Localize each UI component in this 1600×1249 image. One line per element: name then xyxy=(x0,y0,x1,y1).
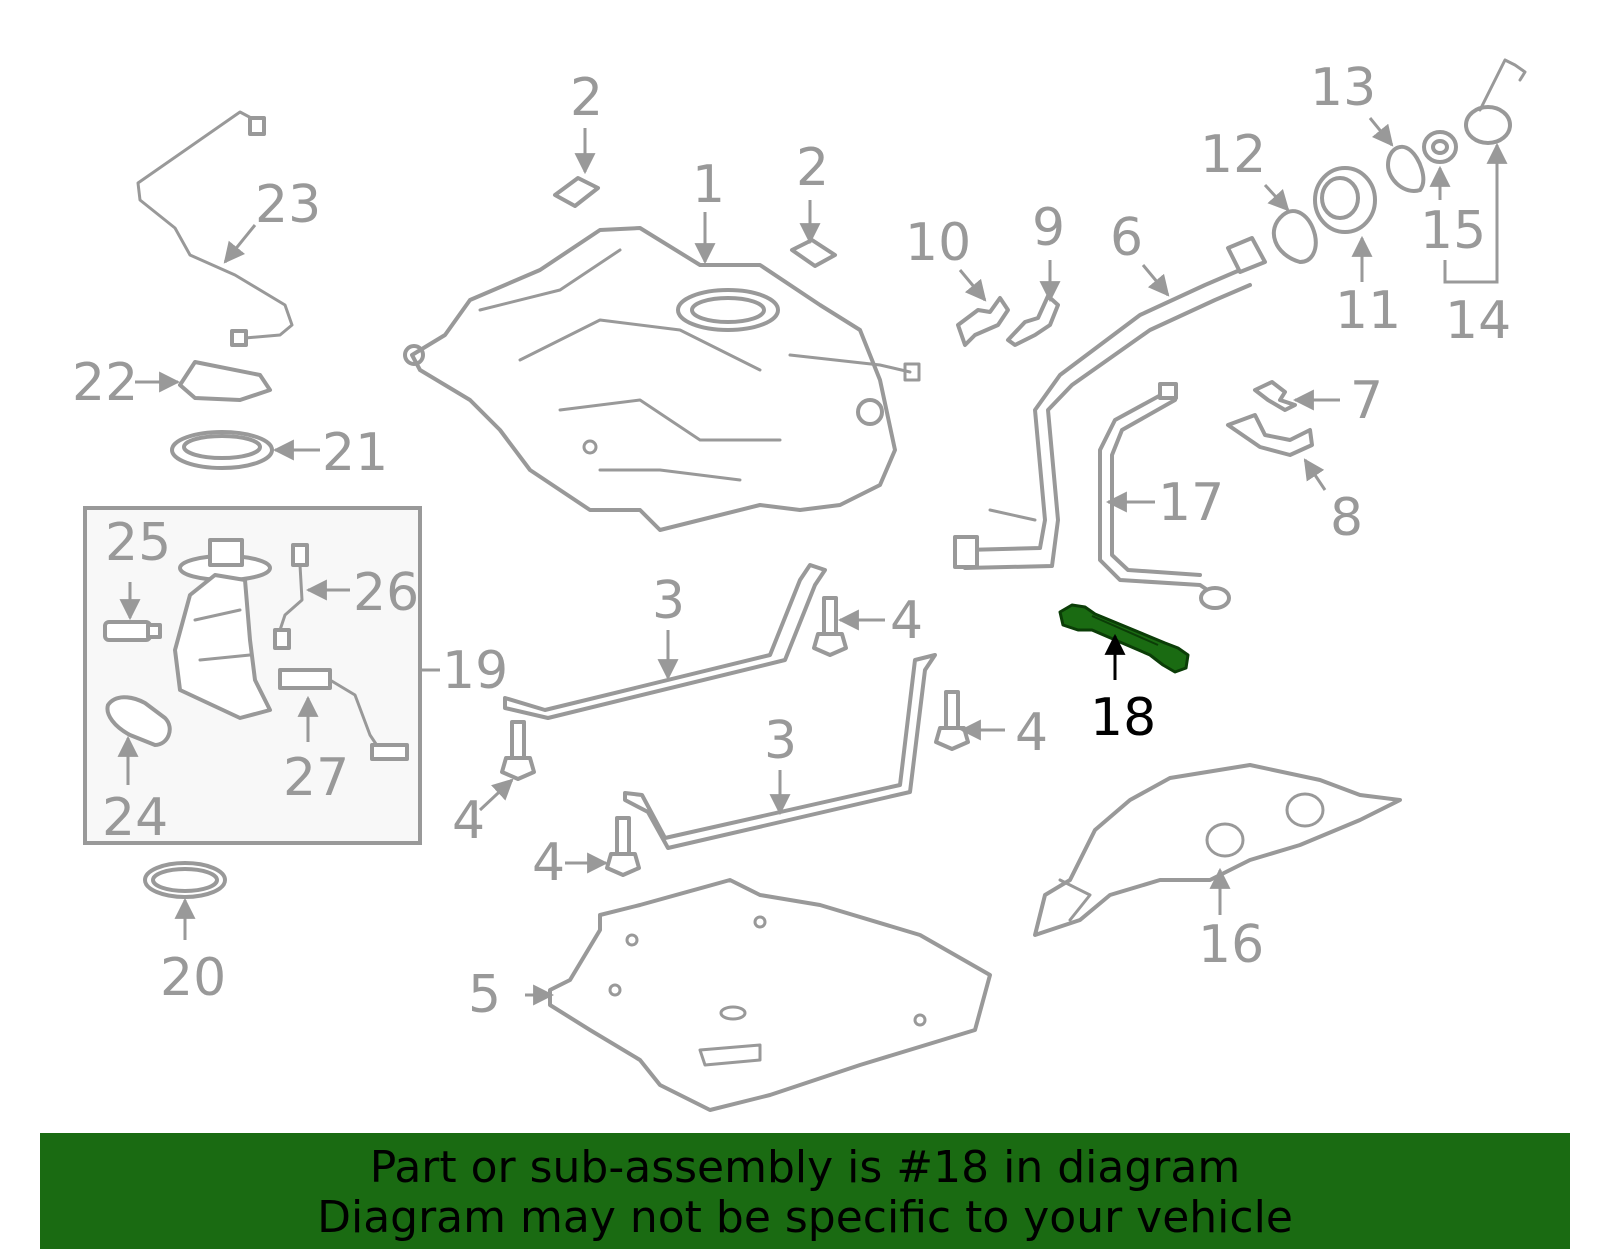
banner-line-1: Part or sub-assembly is #18 in diagram xyxy=(369,1142,1241,1193)
callout-4c[interactable]: 4 xyxy=(452,791,485,851)
part-26-wire-harness[interactable] xyxy=(273,543,309,650)
callout-6[interactable]: 6 xyxy=(1110,208,1143,268)
callout-7[interactable]: 7 xyxy=(1350,371,1383,431)
part-27-level-sender[interactable] xyxy=(278,668,409,761)
part-12-ring[interactable] xyxy=(1271,209,1318,264)
fuel-pump-module[interactable] xyxy=(173,538,272,720)
part-4-bolt-c[interactable] xyxy=(500,720,536,781)
callout-1[interactable]: 1 xyxy=(692,155,725,215)
callout-12[interactable]: 12 xyxy=(1200,125,1266,185)
callout-24[interactable]: 24 xyxy=(102,788,168,848)
callout-19[interactable]: 19 xyxy=(442,641,508,701)
part-4-bolt-b[interactable] xyxy=(934,690,970,751)
callout-20[interactable]: 20 xyxy=(160,948,226,1008)
part-21-lock-ring[interactable] xyxy=(170,430,274,470)
callout-16[interactable]: 16 xyxy=(1198,915,1264,975)
callout-4b[interactable]: 4 xyxy=(1015,703,1048,763)
part-2-clip-b[interactable] xyxy=(790,238,837,268)
callout-11[interactable]: 11 xyxy=(1335,281,1401,341)
part-24-pump-motor[interactable] xyxy=(105,695,172,747)
info-banner: Part or sub-assembly is #18 in diagram D… xyxy=(40,1133,1570,1249)
callout-8[interactable]: 8 xyxy=(1330,488,1363,548)
part-7-bracket[interactable] xyxy=(1253,380,1297,412)
part-23-wire-harness[interactable] xyxy=(136,110,294,347)
callout-22[interactable]: 22 xyxy=(72,353,138,413)
callout-27[interactable]: 27 xyxy=(283,748,349,808)
part-17-breather-tube[interactable] xyxy=(1098,382,1231,610)
callout-26[interactable]: 26 xyxy=(353,563,419,623)
part-15-gasket[interactable] xyxy=(1422,130,1458,164)
callout-labels: 1 2 2 3 3 4 4 4 4 5 6 7 8 9 10 11 12 13 … xyxy=(72,58,1511,1025)
part-14-fuel-cap[interactable] xyxy=(1464,58,1527,145)
banner-line-2: Diagram may not be specific to your vehi… xyxy=(317,1192,1293,1243)
callout-4a[interactable]: 4 xyxy=(890,591,923,651)
callout-10[interactable]: 10 xyxy=(905,213,971,273)
part-22-retainer[interactable] xyxy=(178,360,272,402)
part-8-bracket[interactable] xyxy=(1226,413,1314,457)
part-20-gasket[interactable] xyxy=(143,861,227,899)
callout-9[interactable]: 9 xyxy=(1032,198,1065,258)
callout-3b[interactable]: 3 xyxy=(764,711,797,771)
part-2-clip-a[interactable] xyxy=(553,176,600,208)
part-3-strap-lower[interactable] xyxy=(623,653,937,850)
part-3-strap-upper[interactable] xyxy=(503,563,827,720)
callout-14[interactable]: 14 xyxy=(1445,291,1511,351)
part-5-under-cover[interactable] xyxy=(548,878,992,1112)
part-13-ring[interactable] xyxy=(1386,144,1426,193)
callout-25[interactable]: 25 xyxy=(105,513,171,573)
part-4-bolt-a[interactable] xyxy=(812,596,848,657)
part-1-fuel-tank[interactable] xyxy=(403,226,921,532)
callout-17[interactable]: 17 xyxy=(1158,473,1224,533)
callout-2a[interactable]: 2 xyxy=(570,68,603,128)
callout-3a[interactable]: 3 xyxy=(652,571,685,631)
part-16-heat-shield[interactable] xyxy=(1033,763,1402,937)
part-11-filler-ring[interactable] xyxy=(1313,166,1377,234)
callout-4d[interactable]: 4 xyxy=(532,833,565,893)
callout-18[interactable]: 18 xyxy=(1090,688,1156,748)
callout-13[interactable]: 13 xyxy=(1310,58,1376,118)
callout-21[interactable]: 21 xyxy=(322,423,388,483)
part-9-bracket[interactable] xyxy=(1006,294,1060,347)
part-25-sensor[interactable] xyxy=(103,620,162,642)
callout-lines xyxy=(117,117,1508,1006)
part-4-bolt-d[interactable] xyxy=(605,816,641,877)
callout-15[interactable]: 15 xyxy=(1420,201,1486,261)
part-18-highlighted-tube[interactable] xyxy=(1058,603,1190,674)
callout-2b[interactable]: 2 xyxy=(796,138,829,198)
callout-5[interactable]: 5 xyxy=(468,965,501,1025)
part-6-filler-pipe[interactable] xyxy=(953,236,1267,570)
part-10-bracket[interactable] xyxy=(956,296,1010,347)
callout-23[interactable]: 23 xyxy=(255,175,321,235)
